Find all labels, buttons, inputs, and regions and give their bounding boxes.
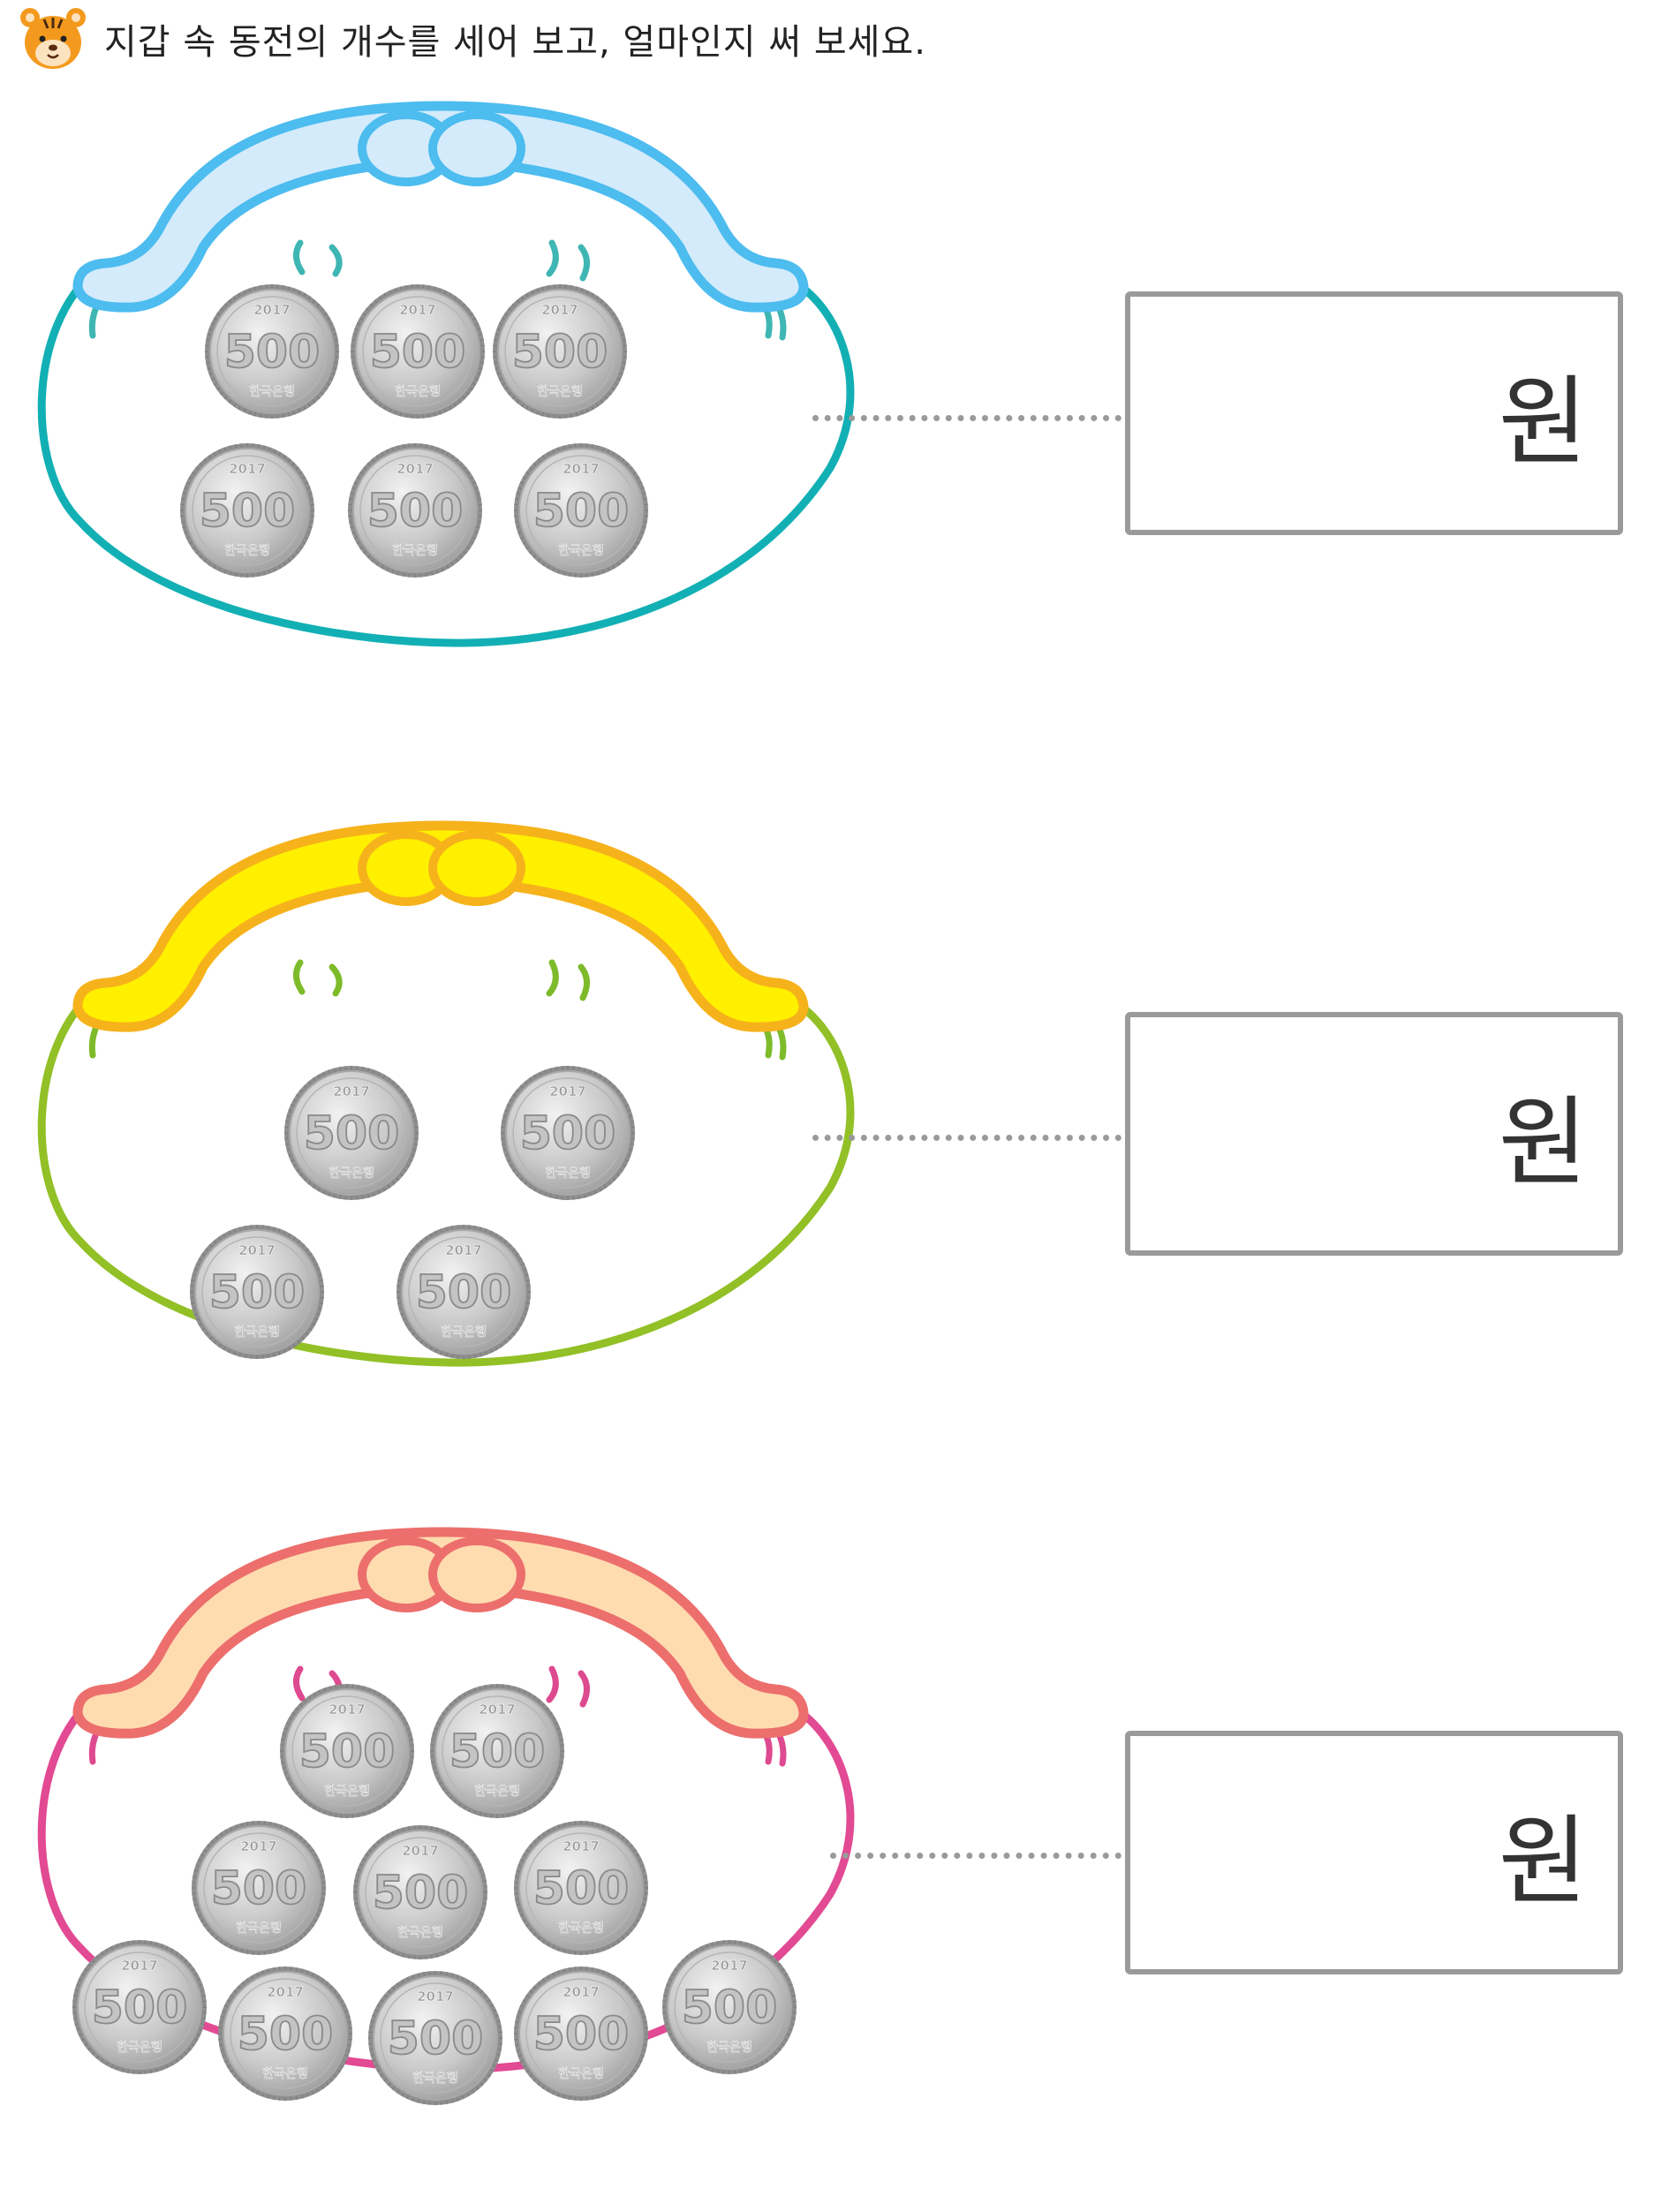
coin-500-won: 2017 500 한국은행	[512, 1819, 650, 1957]
unit-label-won: 원	[1499, 343, 1588, 484]
svg-text:2017: 2017	[267, 1984, 304, 2000]
coin-500-won: 2017 500 한국은행	[349, 283, 487, 420]
answer-box-1[interactable]: 원	[1125, 291, 1623, 535]
svg-text:2017: 2017	[238, 1242, 276, 1258]
svg-text:500: 500	[209, 1266, 306, 1319]
svg-text:2017: 2017	[563, 1838, 600, 1854]
dotted-leader-2	[812, 1135, 1121, 1141]
svg-text:500: 500	[92, 1982, 188, 2035]
svg-text:한국은행: 한국은행	[706, 2041, 752, 2055]
purse-frame	[26, 817, 857, 1506]
svg-text:500: 500	[367, 485, 464, 538]
coin-500-won: 2017 500 한국은행	[188, 1223, 326, 1361]
svg-text:2017: 2017	[229, 461, 266, 477]
svg-text:2017: 2017	[445, 1242, 482, 1258]
svg-text:500: 500	[370, 326, 466, 379]
dotted-leader-3	[830, 1853, 1121, 1859]
svg-text:500: 500	[373, 1867, 469, 1920]
svg-text:500: 500	[416, 1266, 512, 1319]
svg-text:2017: 2017	[479, 1702, 516, 1718]
coin-500-won: 2017 500 한국은행	[661, 1938, 798, 2076]
svg-text:500: 500	[520, 1107, 616, 1160]
svg-text:2017: 2017	[563, 1984, 600, 2000]
svg-text:한국은행: 한국은행	[441, 1325, 487, 1340]
svg-text:2017: 2017	[121, 1958, 158, 1974]
svg-text:500: 500	[200, 485, 296, 538]
instruction-text: 지갑 속 동전의 개수를 세어 보고, 얼마인지 써 보세요.	[104, 13, 926, 64]
coin-500-won: 2017 500 한국은행	[216, 1965, 354, 2103]
coin-500-won: 2017 500 한국은행	[190, 1819, 328, 1957]
svg-text:2017: 2017	[541, 302, 578, 318]
svg-text:2017: 2017	[563, 461, 600, 477]
svg-text:한국은행: 한국은행	[262, 2067, 308, 2081]
coin-500-won: 2017 500 한국은행	[395, 1223, 532, 1361]
coin-500-won: 2017 500 한국은행	[283, 1064, 420, 1202]
svg-text:2017: 2017	[399, 302, 436, 318]
svg-text:2017: 2017	[711, 1958, 748, 1974]
svg-text:2017: 2017	[549, 1083, 586, 1099]
tiger-icon	[18, 4, 88, 74]
coin-500-won: 2017 500 한국은행	[491, 283, 629, 420]
svg-text:한국은행: 한국은행	[234, 1325, 280, 1340]
svg-text:2017: 2017	[333, 1083, 370, 1099]
svg-text:한국은행: 한국은행	[397, 1926, 443, 1940]
unit-label-won: 원	[1499, 1063, 1588, 1204]
purse-1: 2017 500 한국은행 2017 500 한국은행	[26, 97, 857, 786]
svg-text:2017: 2017	[253, 302, 291, 318]
svg-text:한국은행: 한국은행	[474, 1785, 520, 1799]
purse-2: 2017 500 한국은행 2017 500 한국은행	[26, 817, 857, 1506]
svg-text:한국은행: 한국은행	[117, 2041, 162, 2055]
dotted-leader-1	[812, 415, 1121, 421]
svg-text:한국은행: 한국은행	[558, 2067, 604, 2081]
svg-text:한국은행: 한국은행	[412, 2072, 458, 2086]
svg-text:한국은행: 한국은행	[558, 544, 604, 558]
coin-500-won: 2017 500 한국은행	[178, 442, 316, 579]
svg-text:2017: 2017	[396, 461, 434, 477]
coin-500-won: 2017 500 한국은행	[512, 1965, 650, 2103]
svg-text:500: 500	[682, 1982, 778, 2035]
coin-500-won: 2017 500 한국은행	[346, 442, 484, 579]
answer-box-3[interactable]: 원	[1125, 1731, 1623, 1974]
svg-text:500: 500	[211, 1862, 307, 1915]
coin-500-won: 2017 500 한국은행	[499, 1064, 637, 1202]
coin-500-won: 2017 500 한국은행	[366, 1969, 504, 2107]
svg-text:500: 500	[388, 2012, 484, 2065]
svg-text:500: 500	[533, 2008, 630, 2061]
instruction-header: 지갑 속 동전의 개수를 세어 보고, 얼마인지 써 보세요.	[18, 4, 926, 74]
svg-text:한국은행: 한국은행	[545, 1166, 591, 1181]
svg-text:한국은행: 한국은행	[224, 544, 270, 558]
svg-text:2017: 2017	[402, 1843, 439, 1859]
coin-500-won: 2017 500 한국은행	[428, 1682, 566, 1820]
svg-text:한국은행: 한국은행	[329, 1166, 374, 1181]
svg-text:500: 500	[449, 1725, 546, 1778]
svg-text:한국은행: 한국은행	[395, 385, 441, 399]
svg-text:한국은행: 한국은행	[249, 385, 295, 399]
svg-text:500: 500	[533, 485, 630, 538]
unit-label-won: 원	[1499, 1782, 1588, 1923]
svg-text:한국은행: 한국은행	[558, 1921, 604, 1936]
coin-500-won: 2017 500 한국은행	[203, 283, 341, 420]
coin-500-won: 2017 500 한국은행	[512, 442, 650, 579]
svg-text:500: 500	[224, 326, 321, 379]
svg-text:2017: 2017	[417, 1989, 454, 2004]
svg-text:500: 500	[533, 1862, 630, 1915]
svg-text:2017: 2017	[240, 1838, 277, 1854]
coin-500-won: 2017 500 한국은행	[278, 1682, 416, 1820]
answer-box-2[interactable]: 원	[1125, 1012, 1623, 1256]
svg-text:500: 500	[299, 1725, 396, 1778]
svg-text:2017: 2017	[329, 1702, 366, 1718]
svg-text:500: 500	[304, 1107, 400, 1160]
svg-text:한국은행: 한국은행	[324, 1785, 370, 1799]
coin-500-won: 2017 500 한국은행	[71, 1938, 208, 2076]
svg-text:한국은행: 한국은행	[392, 544, 438, 558]
svg-text:한국은행: 한국은행	[236, 1921, 282, 1936]
purse-3: 2017 500 한국은행 2017 500 한국은행	[26, 1523, 857, 2212]
coin-500-won: 2017 500 한국은행	[351, 1823, 489, 1961]
svg-text:500: 500	[238, 2008, 334, 2061]
svg-text:500: 500	[512, 326, 608, 379]
svg-text:한국은행: 한국은행	[537, 385, 583, 399]
